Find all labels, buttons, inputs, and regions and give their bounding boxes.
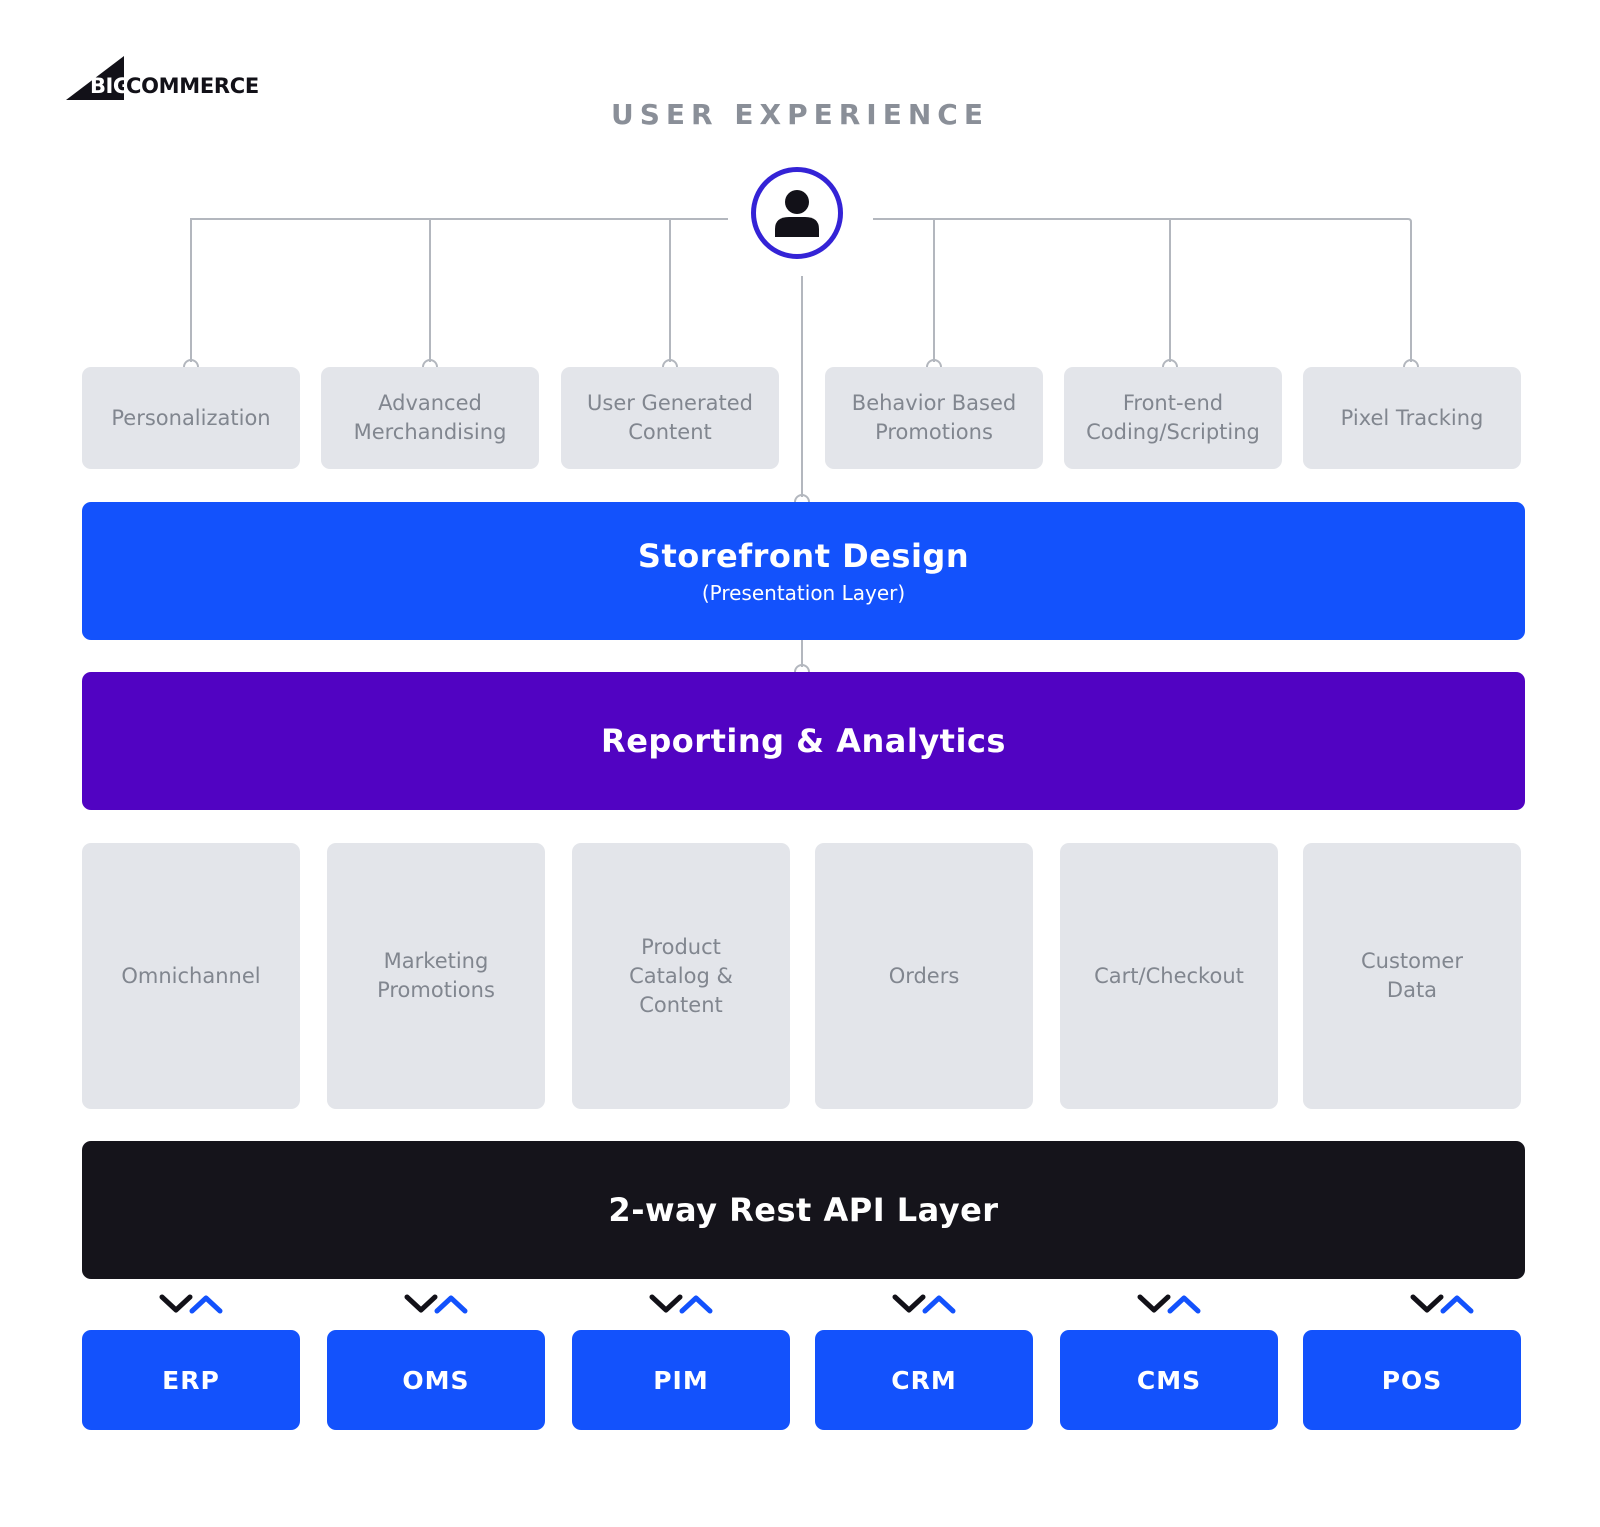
two-way-arrow-icon — [1137, 1294, 1201, 1314]
module-customer-data: Customer Data — [1303, 843, 1521, 1109]
two-way-arrow-icon — [159, 1294, 223, 1314]
connector-lines — [183, 218, 1419, 673]
joint-reporting — [794, 664, 810, 673]
joint-6 — [1403, 359, 1419, 368]
logo-triangle-icon — [66, 56, 124, 100]
system-erp: ERP — [82, 1330, 300, 1430]
feature-pixel-tracking: Pixel Tracking — [1303, 367, 1521, 469]
system-label: POS — [1381, 1365, 1443, 1395]
joint-5 — [1162, 359, 1178, 368]
rest-api-layer: 2-way Rest API Layer — [82, 1141, 1525, 1279]
logo-big-text: BIG — [90, 74, 130, 98]
module-marketing-promotions: Marketing Promotions — [327, 843, 545, 1109]
system-label: CMS — [1136, 1365, 1202, 1395]
module-label: Orders — [888, 963, 960, 988]
joint-3 — [662, 359, 678, 368]
system-pim: PIM — [572, 1330, 790, 1430]
logo-commerce-text: COMMERCE — [126, 74, 259, 98]
module-label: Omnichannel — [121, 963, 261, 988]
feature-frontend-coding: Front-end Coding/Scripting — [1064, 367, 1282, 469]
module-label: Cart/Checkout — [1094, 963, 1244, 988]
system-label: OMS — [402, 1365, 470, 1395]
system-cms: CMS — [1060, 1330, 1278, 1430]
two-way-arrow-icon — [649, 1294, 713, 1314]
joint-4 — [926, 359, 942, 368]
feature-label: Behavior Based Promotions — [851, 391, 1017, 444]
feature-behavior-based-promotions: Behavior Based Promotions — [825, 367, 1043, 469]
storefront-design-layer: Storefront Design (Presentation Layer) — [82, 502, 1525, 640]
system-oms: OMS — [327, 1330, 545, 1430]
feature-label: Advanced Merchandising — [353, 391, 507, 444]
feature-label: Front-end Coding/Scripting — [1086, 391, 1260, 444]
feature-user-generated-content: User Generated Content — [561, 367, 779, 469]
joint-2 — [422, 359, 438, 368]
two-way-arrow-icon — [404, 1294, 468, 1314]
module-label: Product Catalog & Content — [629, 934, 733, 1017]
storefront-subtitle: (Presentation Layer) — [701, 581, 906, 605]
reporting-analytics-layer: Reporting & Analytics — [82, 672, 1525, 810]
system-label: ERP — [162, 1365, 220, 1395]
storefront-title: Storefront Design — [637, 537, 970, 575]
two-way-arrow-icon — [1410, 1294, 1474, 1314]
module-product-catalog: Product Catalog & Content — [572, 843, 790, 1109]
module-cart-checkout: Cart/Checkout — [1060, 843, 1278, 1109]
feature-label: User Generated Content — [587, 391, 753, 444]
module-label: Customer Data — [1360, 949, 1463, 1002]
reporting-title: Reporting & Analytics — [601, 722, 1006, 760]
system-crm: CRM — [815, 1330, 1033, 1430]
module-orders: Orders — [815, 843, 1033, 1109]
system-pos: POS — [1303, 1330, 1521, 1430]
two-way-arrow-icon — [892, 1294, 956, 1314]
connector-personalization — [190, 218, 728, 362]
joint-1 — [183, 359, 199, 368]
feature-advanced-merchandising: Advanced Merchandising — [321, 367, 539, 469]
system-label: PIM — [653, 1365, 709, 1395]
module-label: Marketing Promotions — [377, 949, 495, 1002]
connector-pixel-tracking — [873, 218, 1412, 362]
page-title: USER EXPERIENCE — [611, 98, 989, 131]
module-omnichannel: Omnichannel — [82, 843, 300, 1109]
system-label: CRM — [891, 1365, 957, 1395]
feature-personalization: Personalization — [82, 367, 300, 469]
joint-storefront — [794, 494, 810, 503]
bigcommerce-logo: BIG COMMERCE — [66, 56, 266, 100]
feature-label: Personalization — [111, 405, 271, 430]
user-avatar — [751, 167, 843, 259]
api-title: 2-way Rest API Layer — [608, 1191, 999, 1229]
feature-label: Pixel Tracking — [1340, 405, 1484, 430]
user-icon — [775, 190, 819, 237]
